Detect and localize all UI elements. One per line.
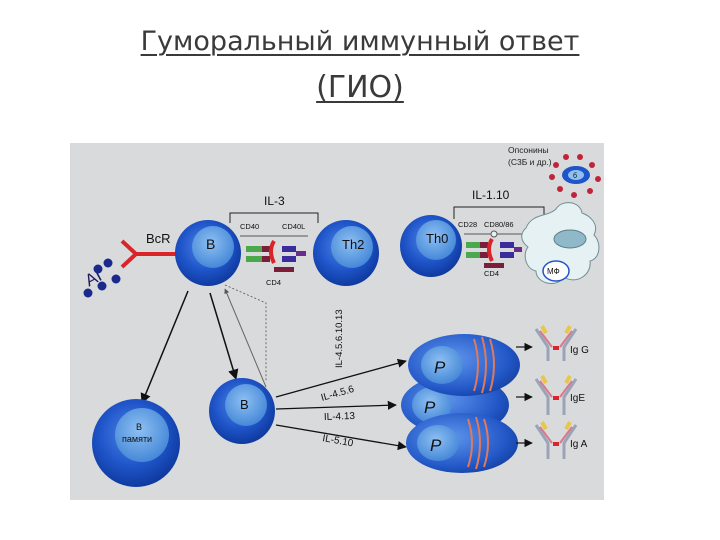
cd28-label: CD28 (458, 220, 477, 229)
b-cell-2-label: B (240, 397, 249, 412)
vertical-il-label: IL-4.5.6.10.13 (334, 309, 345, 368)
th0-cell (400, 215, 462, 277)
th2-cell (313, 220, 379, 286)
igg-label: Ig G (570, 345, 589, 356)
il3-label: IL-3 (264, 194, 285, 208)
antigen-particle (84, 289, 93, 298)
antigen-particle (98, 282, 107, 291)
slide-title-line2: (ГИО) (0, 70, 720, 105)
plasma-label-1: P (434, 358, 446, 377)
memory-b-label-line1: В (136, 422, 142, 432)
opsonin-particle-label: б (573, 172, 577, 180)
th0-label: Th0 (426, 231, 448, 246)
cd8086-label: CD80/86 (484, 220, 514, 229)
slide-title-line1: Гуморальный иммунный ответ (0, 26, 720, 57)
bcr-label: BcR (146, 231, 171, 246)
cd40-label: CD40 (240, 222, 259, 231)
b-cell (175, 220, 241, 286)
cd4-left-label: CD4 (266, 278, 281, 287)
antigen-particle (112, 275, 121, 284)
antigen-particle (104, 259, 113, 268)
plasma-label-2: P (424, 398, 436, 417)
th2-label: Th2 (342, 237, 364, 252)
il413-label: IL-4.13 (324, 411, 356, 423)
il110-label: IL-1.10 (472, 188, 510, 202)
mf-label: МФ (547, 267, 560, 276)
humoral-immune-response-diagram: АГ BcR B IL-3 CD40 CD40L CD4 Th2 (70, 143, 604, 500)
iga-label: Ig A (570, 439, 588, 450)
cd40l-label: CD40L (282, 222, 305, 231)
plasma-cell-3 (406, 413, 518, 473)
ige-label: IgE (570, 393, 585, 404)
plasma-label-3: P (430, 436, 442, 455)
memory-b-label-line2: памяти (122, 434, 152, 444)
opsonins-label-line1: Опсонины (508, 145, 549, 155)
cd4-right-label: CD4 (484, 269, 499, 278)
b-cell-label: B (206, 236, 215, 252)
plasma-cell-1 (408, 334, 520, 396)
antigen-particle (94, 265, 103, 274)
opsonins-label-line2: (С3Б и др.) (508, 157, 552, 167)
